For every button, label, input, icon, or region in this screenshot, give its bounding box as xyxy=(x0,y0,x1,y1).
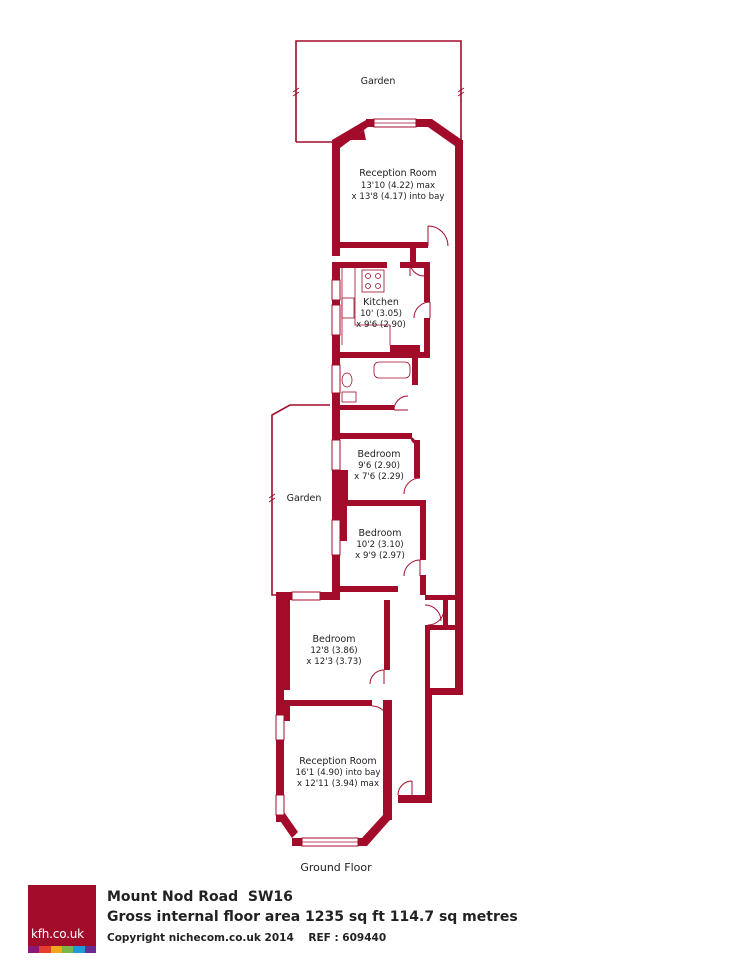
logo-color-bar xyxy=(28,946,96,953)
rear-reception-dim1: 13'10 (4.22) max xyxy=(361,181,435,191)
copyright-ref: Copyright nichecom.co.uk 2014 REF : 6094… xyxy=(107,932,387,944)
windows xyxy=(275,118,417,847)
top-garden-outline xyxy=(295,40,462,142)
logo-text: kfh.co.uk xyxy=(31,927,84,941)
outer-walls xyxy=(276,119,463,846)
front-reception-dim1: 16'1 (4.90) into bay xyxy=(295,768,380,778)
small-bedroom-dim2: x 7'6 (2.29) xyxy=(354,472,404,482)
logo-bar-segment xyxy=(73,946,85,953)
kitchen-dim1: 10' (3.05) xyxy=(360,309,402,319)
side-garden-outline xyxy=(271,404,330,596)
property-title: Mount Nod Road SW16 xyxy=(107,889,293,905)
front-bedroom-dim1: 12'8 (3.86) xyxy=(310,646,357,656)
logo-bar-segment xyxy=(50,946,62,953)
small-bedroom-dim1: 9'6 (2.90) xyxy=(358,461,400,471)
front-reception-name: Reception Room xyxy=(299,756,376,767)
kfh-logo[interactable]: kfh.co.uk xyxy=(28,885,96,953)
logo-bar-segment xyxy=(39,946,51,953)
top-garden-label: Garden xyxy=(361,76,396,87)
kitchen-name: Kitchen xyxy=(363,297,399,308)
top-garden-break-left xyxy=(292,87,300,97)
bathroom-fixtures xyxy=(341,361,411,403)
mid-bedroom-name: Bedroom xyxy=(359,528,402,539)
front-reception-dim2: x 12'11 (3.94) max xyxy=(297,779,379,789)
interior-walls xyxy=(284,242,455,721)
mid-bedroom-dim2: x 9'9 (2.97) xyxy=(355,551,405,561)
rear-reception-name: Reception Room xyxy=(359,168,436,179)
side-garden-label: Garden xyxy=(287,493,322,504)
floor-area: Gross internal floor area 1235 sq ft 114… xyxy=(107,909,518,925)
doors xyxy=(369,225,449,796)
front-bedroom-dim2: x 12'3 (3.73) xyxy=(306,657,361,667)
logo-bar-segment xyxy=(28,946,40,953)
side-garden-break xyxy=(268,493,276,503)
logo-bar-segment xyxy=(61,946,74,953)
small-bedroom-name: Bedroom xyxy=(358,449,401,460)
floor-plan: Garden Reception Room 13'10 (4.22) max x… xyxy=(268,40,465,874)
logo-bar-segment xyxy=(84,946,96,953)
floor-label: Ground Floor xyxy=(300,861,372,874)
rear-reception-dim2: x 13'8 (4.17) into bay xyxy=(352,192,445,202)
footer: kfh.co.uk Mount Nod Road SW16 Gross inte… xyxy=(28,885,728,955)
kitchen-dim2: x 9'6 (2.90) xyxy=(356,320,406,330)
front-bedroom-name: Bedroom xyxy=(313,634,356,645)
top-garden-break-right xyxy=(457,87,465,97)
mid-bedroom-dim1: 10'2 (3.10) xyxy=(356,540,403,550)
kitchen-fixtures xyxy=(341,268,391,345)
